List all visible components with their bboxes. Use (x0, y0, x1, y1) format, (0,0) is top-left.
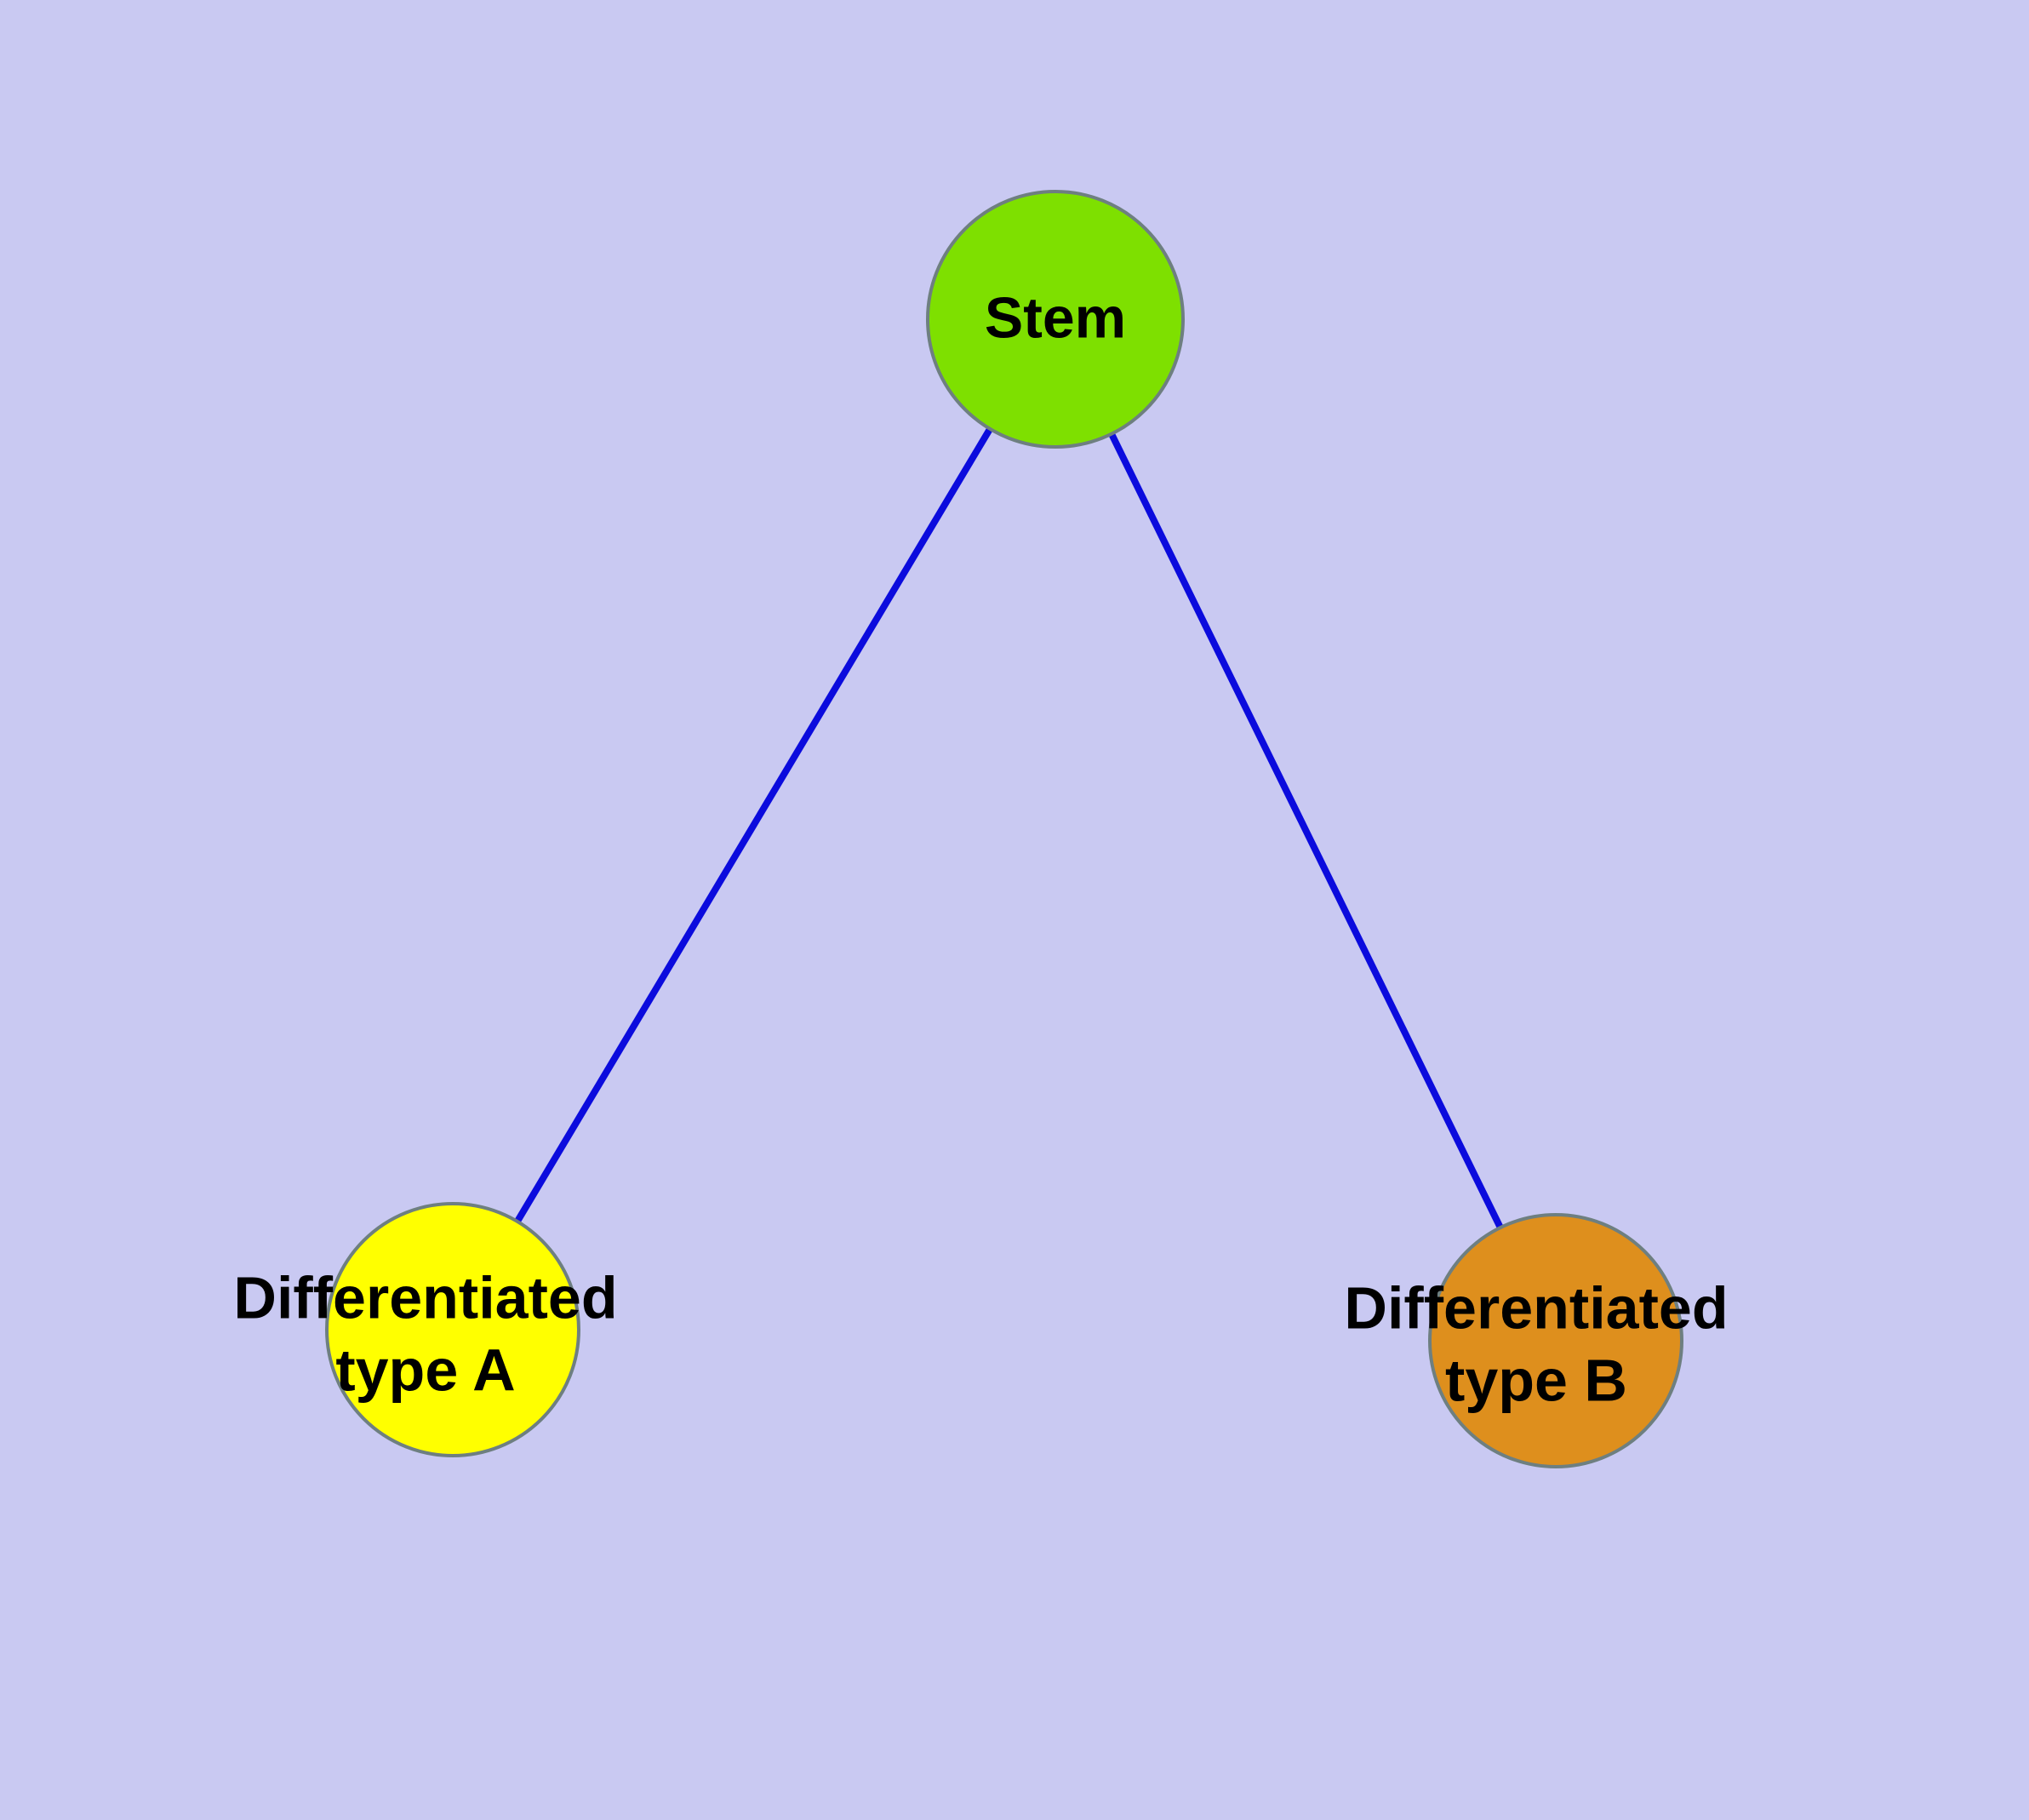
node-stem (926, 190, 1185, 449)
edge-stem-to-type-a (449, 317, 1059, 1332)
node-differentiated-type-a (325, 1202, 580, 1457)
node-differentiated-type-b (1428, 1213, 1683, 1468)
edge-stem-to-type-b (1052, 318, 1559, 1342)
